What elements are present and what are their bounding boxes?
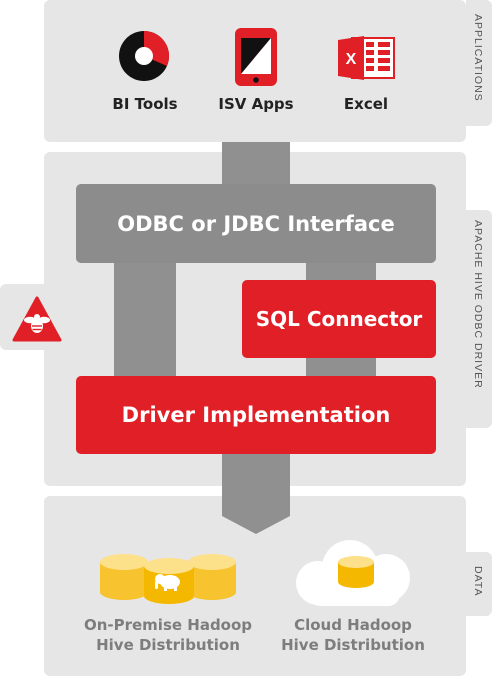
sql-connector-label: SQL Connector — [255, 307, 423, 331]
hive-bee-icon — [12, 296, 62, 342]
excel-icon: X — [338, 36, 395, 80]
sql-connector-box: SQL Connector — [242, 280, 436, 358]
cloud-database-icon — [296, 540, 410, 606]
applications-label: APPLICATIONS — [472, 14, 484, 102]
pie-chart-icon — [119, 30, 170, 81]
cloud-line1: Cloud Hadoop — [294, 616, 412, 634]
app-label-excel: Excel — [343, 95, 389, 113]
odbc-jdbc-interface-box: ODBC or JDBC Interface — [76, 184, 436, 263]
cloud-line2: Hive Distribution — [281, 636, 425, 654]
down-arrow-icon — [222, 452, 290, 534]
database-cylinders-icon — [100, 554, 236, 604]
data-tab — [466, 552, 492, 616]
app-label-bi-tools: BI Tools — [112, 95, 178, 113]
data-label-on-premise: On-Premise Hadoop Hive Distribution — [80, 615, 256, 655]
driver-label: APACHE HIVE ODBC DRIVER — [472, 220, 484, 389]
data-label: DATA — [472, 566, 484, 597]
on-premise-line1: On-Premise Hadoop — [83, 616, 253, 634]
applications-tab — [466, 0, 492, 126]
top-connector-bar — [222, 142, 290, 186]
tablet-icon — [235, 28, 277, 86]
odbc-jdbc-interface-label: ODBC or JDBC Interface — [117, 211, 395, 236]
svg-text:X: X — [346, 51, 357, 68]
app-label-isv-apps: ISV Apps — [218, 95, 294, 113]
on-premise-line2: Hive Distribution — [96, 636, 240, 654]
right-vertical-bar-lower — [306, 356, 376, 378]
driver-tab — [466, 210, 492, 428]
left-vertical-bar — [114, 262, 176, 378]
driver-implementation-label: Driver Implementation — [121, 403, 391, 427]
right-vertical-bar — [306, 262, 376, 282]
driver-implementation-box: Driver Implementation — [76, 376, 436, 454]
data-label-cloud: Cloud Hadoop Hive Distribution — [270, 615, 436, 655]
